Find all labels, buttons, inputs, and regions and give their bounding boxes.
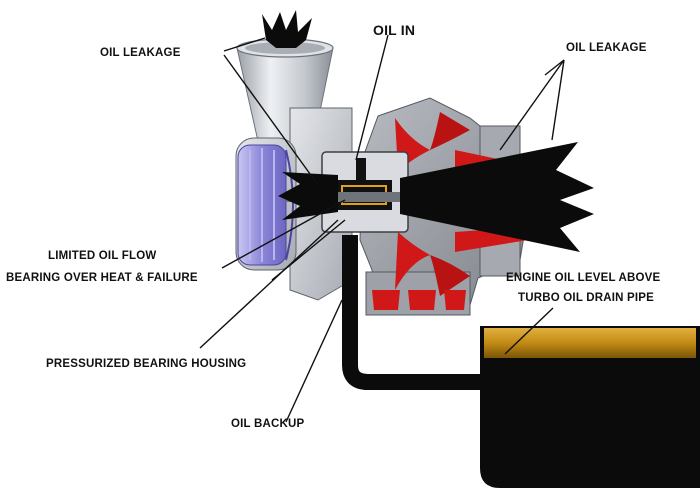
label-pressurized-bearing-housing: PRESSURIZED BEARING HOUSING (46, 358, 246, 370)
label-bearing-over-heat: BEARING OVER HEAT & FAILURE (6, 272, 198, 284)
label-turbo-oil-drain-pipe: TURBO OIL DRAIN PIPE (518, 292, 654, 304)
label-limited-oil-flow: LIMITED OIL FLOW (48, 250, 156, 262)
label-oil-in: OIL IN (373, 22, 415, 38)
oil-pan (480, 326, 700, 488)
label-oil-leakage-left: OIL LEAKAGE (100, 47, 181, 59)
compressor-wheel (238, 145, 293, 265)
label-engine-oil-level: ENGINE OIL LEVEL ABOVE (506, 272, 660, 284)
label-oil-backup: OIL BACKUP (231, 418, 304, 430)
label-oil-leakage-right: OIL LEAKAGE (566, 42, 647, 54)
